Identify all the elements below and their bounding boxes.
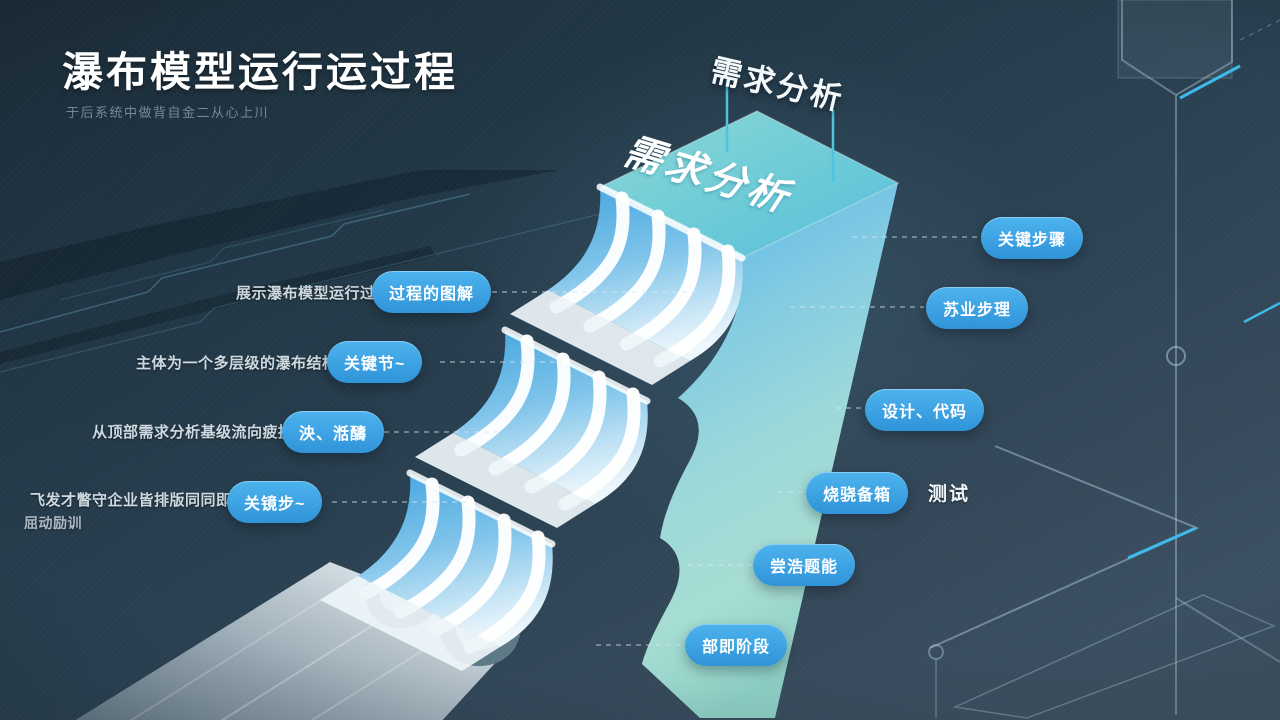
page-title: 瀑布模型运行运过程 bbox=[62, 49, 458, 95]
waterfall-side-face bbox=[642, 183, 898, 718]
pill-key-node: 关键节~ bbox=[327, 341, 423, 383]
pill-design-code: 设计、代码 bbox=[865, 389, 985, 431]
pill-stage-5: 尝浩题能 bbox=[753, 544, 856, 586]
annotation-4-text-line2: 屈动励训 bbox=[24, 515, 82, 531]
annotation-1-text: 展示瀑布模型运行过 bbox=[236, 285, 376, 302]
label-pins bbox=[725, 60, 835, 182]
pill-business-step: 苏业步理 bbox=[926, 287, 1029, 329]
pill-key-step-left: 关镜步~ bbox=[227, 481, 323, 523]
pill-flow-left: 泱、湉醻 bbox=[282, 411, 385, 453]
dashed-connectors bbox=[332, 236, 978, 646]
circuit-lines-left bbox=[0, 170, 601, 373]
test-label: 测试 bbox=[928, 484, 971, 505]
page-subtitle: 于后系统中做背自金二从心上川 bbox=[66, 105, 270, 120]
annotation-3-text: 从顶部需求分析基级流向疲提 bbox=[92, 424, 294, 441]
pill-deploy-stage: 部即阶段 bbox=[685, 624, 788, 666]
pill-stage-4: 烧骁备箱 bbox=[806, 472, 909, 514]
annotation-2-text: 主体为一个多层级的瀑布结构 bbox=[136, 355, 338, 372]
annotation-4-text: 飞发才瞥守企业皆排版同同即: bbox=[30, 492, 237, 509]
wireframe-right bbox=[928, 0, 1280, 719]
pill-key-steps: 关键步骤 bbox=[981, 217, 1084, 259]
pill-process-illustration: 过程的图解 bbox=[372, 271, 492, 313]
